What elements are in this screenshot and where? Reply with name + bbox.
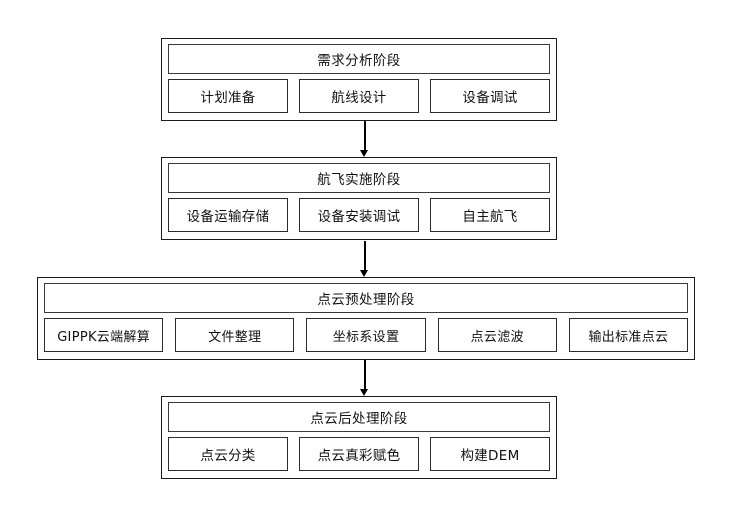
step-box: 坐标系设置 [306,318,426,352]
step-box: 文件整理 [175,318,295,352]
arrow-head [360,270,368,277]
step-box: 构建DEM [430,437,550,471]
step-box: 设备调试 [430,79,550,113]
stage-container-3: 点云预处理阶段 GIPPK云端解算 文件整理 坐标系设置 点云滤波 输出标准点云 [37,277,695,360]
arrow-down-icon [358,121,372,157]
step-box: 航线设计 [299,79,419,113]
step-row-1: 计划准备 航线设计 设备调试 [168,79,550,113]
stage-header-1: 需求分析阶段 [168,44,550,74]
step-box: 点云分类 [168,437,288,471]
arrow-head [360,389,368,396]
arrow-down-icon [358,241,372,277]
stage-header-2: 航飞实施阶段 [168,163,550,193]
step-row-2: 设备运输存储 设备安装调试 自主航飞 [168,198,550,232]
stage-container-1: 需求分析阶段 计划准备 航线设计 设备调试 [161,38,557,121]
step-box: GIPPK云端解算 [44,318,164,352]
arrow-shaft [364,121,366,150]
step-box: 计划准备 [168,79,288,113]
stage-header-4: 点云后处理阶段 [168,402,550,432]
arrow-down-icon [358,360,372,396]
arrow-shaft [364,241,366,270]
stage-header-3: 点云预处理阶段 [44,283,688,313]
step-box: 点云真彩赋色 [299,437,419,471]
step-box: 设备安装调试 [299,198,419,232]
stage-container-4: 点云后处理阶段 点云分类 点云真彩赋色 构建DEM [161,396,557,479]
step-box: 设备运输存储 [168,198,288,232]
step-row-4: 点云分类 点云真彩赋色 构建DEM [168,437,550,471]
step-box: 输出标准点云 [568,318,689,352]
stage-container-2: 航飞实施阶段 设备运输存储 设备安装调试 自主航飞 [161,157,557,240]
step-box: 自主航飞 [430,198,550,232]
arrow-head [360,150,368,157]
arrow-shaft [364,360,366,389]
step-box: 点云滤波 [437,318,557,352]
step-row-3: GIPPK云端解算 文件整理 坐标系设置 点云滤波 输出标准点云 [44,318,689,352]
